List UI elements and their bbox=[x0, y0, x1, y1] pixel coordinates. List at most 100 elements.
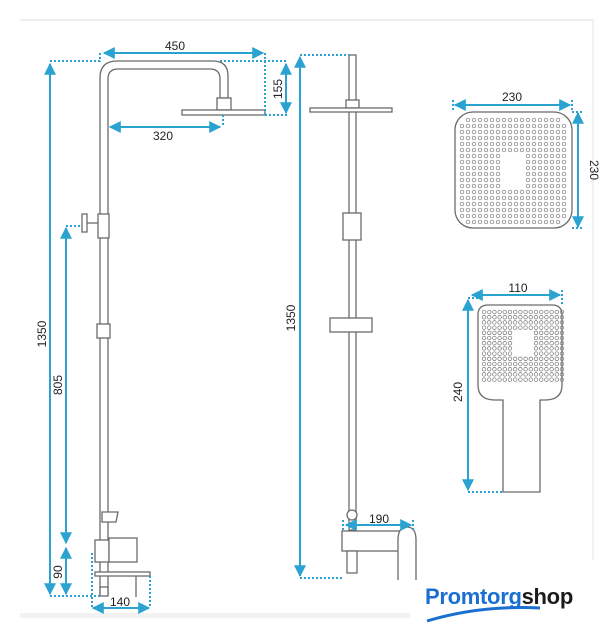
nozzle bbox=[489, 123, 495, 129]
nozzle bbox=[465, 189, 471, 195]
nozzle bbox=[471, 147, 477, 153]
nozzle bbox=[549, 141, 555, 147]
nozzle bbox=[489, 159, 495, 165]
nozzle bbox=[525, 171, 531, 177]
nozzle bbox=[555, 159, 561, 165]
nozzle bbox=[539, 351, 544, 356]
label-140: 140 bbox=[110, 595, 130, 609]
nozzle bbox=[531, 141, 537, 147]
nozzle bbox=[483, 129, 489, 135]
nozzle bbox=[554, 325, 559, 330]
nozzle bbox=[513, 325, 518, 330]
nozzle bbox=[489, 177, 495, 183]
nozzle bbox=[489, 135, 495, 141]
nozzle bbox=[531, 123, 537, 129]
nozzle bbox=[561, 147, 567, 153]
nozzle bbox=[487, 335, 492, 341]
nozzle bbox=[507, 195, 513, 201]
nozzle bbox=[507, 309, 513, 315]
nozzle bbox=[554, 351, 559, 356]
nozzle bbox=[513, 315, 518, 320]
nozzle bbox=[559, 372, 565, 377]
nozzle bbox=[497, 356, 502, 361]
nozzle bbox=[483, 207, 489, 213]
nozzle bbox=[549, 135, 555, 141]
nozzle bbox=[555, 171, 561, 177]
nozzle bbox=[543, 195, 549, 201]
nozzle bbox=[489, 165, 495, 171]
nozzle bbox=[528, 309, 533, 315]
nozzle bbox=[559, 320, 565, 325]
nozzle bbox=[481, 361, 487, 367]
nozzle bbox=[501, 201, 507, 207]
nozzle bbox=[549, 195, 555, 201]
nozzle bbox=[459, 195, 465, 201]
nozzle bbox=[537, 201, 543, 207]
nozzle bbox=[537, 189, 543, 195]
nozzle bbox=[537, 153, 543, 159]
nozzle bbox=[561, 153, 567, 159]
slider bbox=[101, 511, 119, 523]
nozzle bbox=[481, 346, 487, 351]
nozzle bbox=[495, 201, 501, 207]
nozzle bbox=[471, 213, 477, 219]
nozzle bbox=[477, 129, 483, 135]
nozzle bbox=[561, 135, 567, 141]
label-1350-side: 1350 bbox=[284, 304, 298, 331]
nozzle bbox=[531, 189, 537, 195]
nozzle bbox=[543, 177, 549, 183]
nozzle bbox=[477, 117, 483, 123]
nozzle bbox=[487, 325, 492, 330]
nozzle bbox=[513, 201, 519, 207]
nozzle bbox=[555, 123, 561, 129]
nozzle bbox=[539, 377, 544, 382]
nozzle bbox=[531, 129, 537, 135]
nozzle bbox=[533, 309, 539, 315]
nozzle bbox=[483, 135, 489, 141]
nozzle bbox=[549, 361, 554, 367]
side-slider bbox=[346, 509, 358, 521]
nozzle bbox=[519, 213, 525, 219]
nozzle bbox=[513, 367, 518, 372]
logo-swoosh bbox=[426, 606, 541, 623]
nozzle bbox=[543, 183, 549, 189]
label-320: 320 bbox=[153, 129, 173, 143]
nozzle bbox=[528, 372, 533, 377]
nozzle bbox=[495, 183, 501, 189]
nozzle bbox=[549, 335, 554, 341]
nozzle bbox=[471, 135, 477, 141]
nozzle bbox=[459, 123, 465, 129]
nozzle bbox=[523, 320, 528, 325]
nozzle bbox=[483, 195, 489, 201]
nozzle bbox=[525, 147, 531, 153]
nozzle bbox=[555, 141, 561, 147]
promtorgshop-logo[interactable]: Promtorgshop bbox=[425, 584, 573, 610]
nozzle bbox=[507, 367, 513, 372]
nozzle bbox=[492, 377, 497, 382]
nozzle bbox=[507, 346, 513, 351]
nozzle bbox=[549, 377, 554, 382]
nozzle bbox=[549, 367, 554, 372]
nozzle bbox=[465, 195, 471, 201]
nozzle bbox=[533, 315, 539, 320]
nozzle bbox=[525, 177, 531, 183]
nozzle bbox=[544, 325, 549, 330]
diverter-knob bbox=[81, 213, 88, 233]
nozzle bbox=[554, 356, 559, 361]
nozzle bbox=[497, 351, 502, 356]
nozzle bbox=[539, 361, 544, 367]
nozzle bbox=[561, 183, 567, 189]
nozzle bbox=[501, 195, 507, 201]
nozzle bbox=[459, 207, 465, 213]
nozzle bbox=[501, 117, 507, 123]
nozzle bbox=[483, 171, 489, 177]
nozzle bbox=[459, 147, 465, 153]
nozzle bbox=[523, 356, 528, 361]
nozzle bbox=[477, 147, 483, 153]
nozzle bbox=[501, 135, 507, 141]
nozzle bbox=[483, 117, 489, 123]
nozzle bbox=[492, 320, 497, 325]
nozzle bbox=[549, 372, 554, 377]
nozzle bbox=[531, 117, 537, 123]
nozzle bbox=[531, 219, 537, 225]
